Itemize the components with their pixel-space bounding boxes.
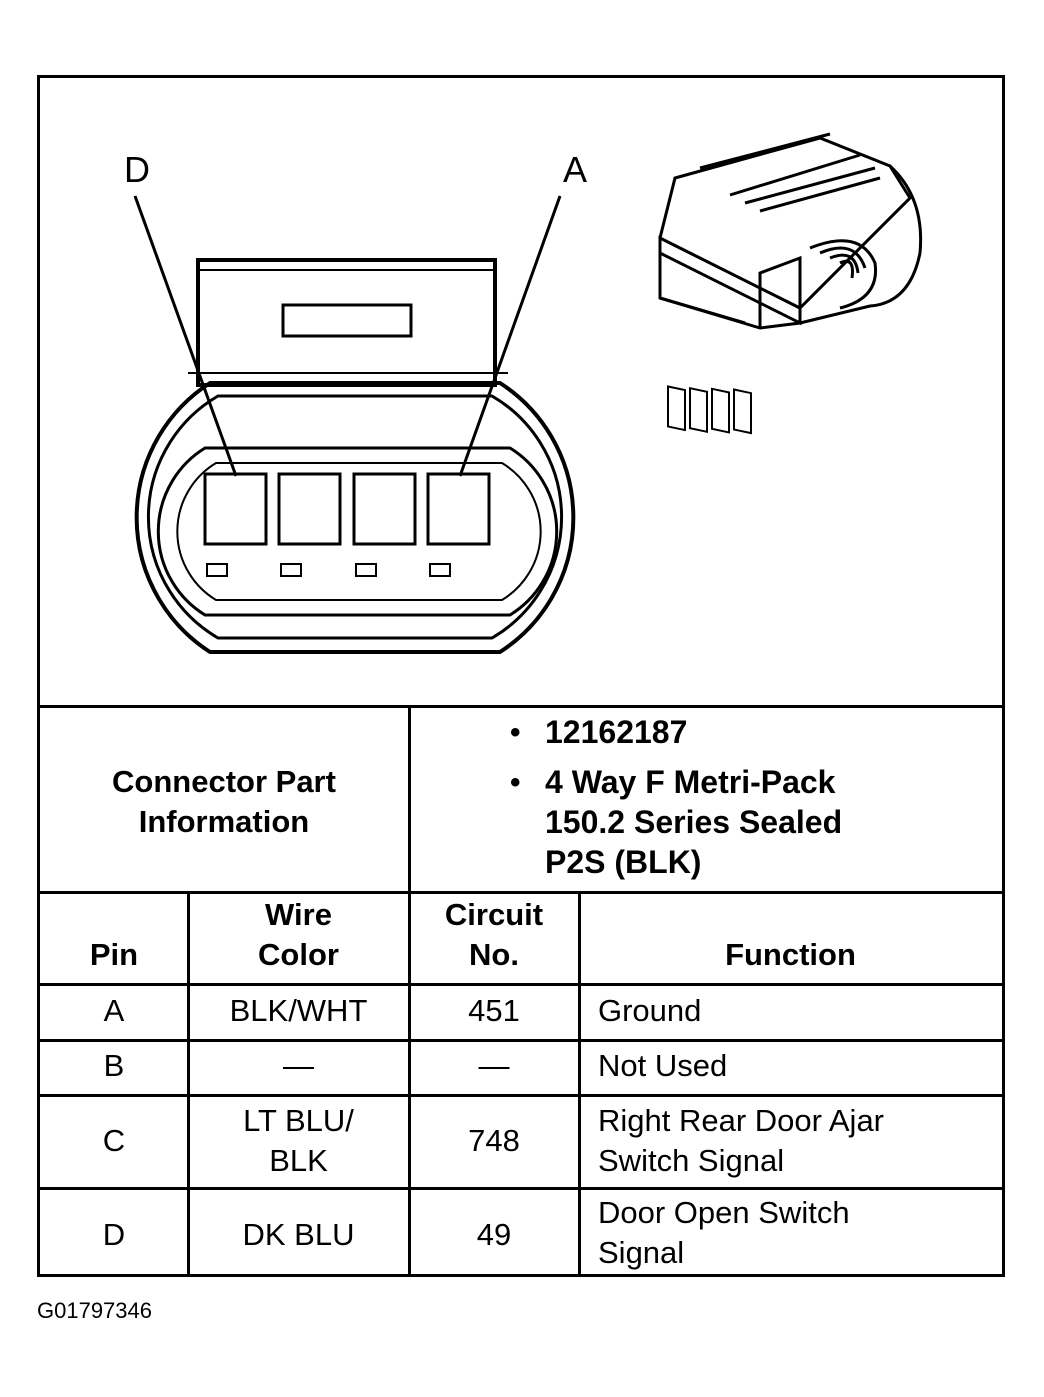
cavity-d <box>203 472 268 546</box>
row-c-wire: LT BLU/ BLK <box>243 1103 354 1178</box>
connector-face-mid <box>146 394 564 640</box>
header-circuit-no: Circuit No. <box>444 897 544 972</box>
connector-face-inner <box>156 446 559 617</box>
header-function: Function <box>725 937 856 972</box>
bullet-icon: • <box>510 766 521 799</box>
row-c-function: Right Rear Door Ajar Switch Signal <box>598 1103 885 1178</box>
row-a-pin: A <box>103 993 125 1028</box>
row-a-circuit: 451 <box>468 993 520 1028</box>
connector-face-outer <box>134 381 576 654</box>
row-b-pin: B <box>103 1048 125 1083</box>
cavity-b <box>352 472 417 546</box>
bullet-icon: • <box>510 716 521 749</box>
row-c-pin: C <box>102 1123 126 1158</box>
part-info-table: Connector Part Information • 12162187 • … <box>40 705 1002 891</box>
row-d-function: Door Open Switch Signal <box>598 1195 850 1270</box>
connector-diagram: D A <box>124 132 923 654</box>
row-d-circuit: 49 <box>476 1217 512 1252</box>
cavity-c <box>277 472 342 546</box>
cavity-a <box>426 472 491 546</box>
row-c-circuit: 748 <box>468 1123 520 1158</box>
latch-window <box>281 303 413 338</box>
row-a-wire: BLK/WHT <box>229 993 368 1028</box>
row-d-pin: D <box>102 1217 126 1252</box>
header-pin: Pin <box>89 937 139 972</box>
part-number: 12162187 <box>545 714 688 750</box>
pin-label-a: A <box>563 149 587 190</box>
row-b-wire: — <box>283 1048 314 1083</box>
figure-id: G01797346 <box>37 1298 152 1323</box>
connector-3d-view <box>658 132 923 435</box>
part-description: 4 Way F Metri-Pack 150.2 Series Sealed P… <box>545 764 843 880</box>
latch-housing <box>196 258 497 387</box>
row-b-function: Not Used <box>598 1048 728 1083</box>
part-info-label: Connector Part Information <box>112 764 336 839</box>
row-a-function: Ground <box>598 993 702 1028</box>
header-wire-color: Wire Color <box>258 897 339 972</box>
pin-label-d: D <box>124 149 150 190</box>
connector-figure: D A Connector Part <box>37 75 1005 1277</box>
row-d-wire: DK BLU <box>242 1217 355 1252</box>
leader-line-d <box>133 195 238 477</box>
row-b-circuit: — <box>478 1048 510 1083</box>
leader-line-a <box>458 195 562 477</box>
